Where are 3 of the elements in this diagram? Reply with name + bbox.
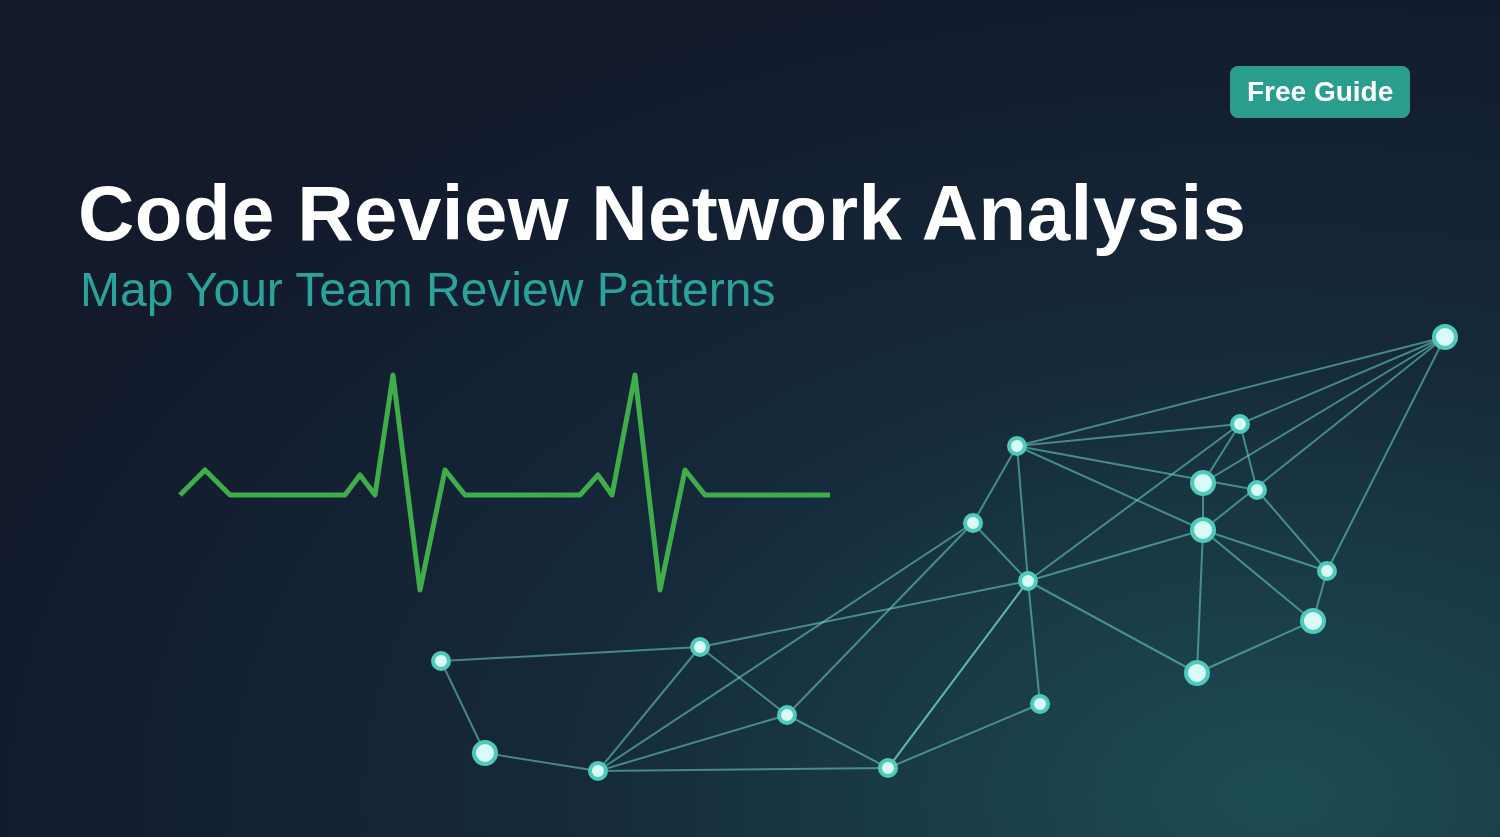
title: Code Review Network Analysis: [78, 168, 1247, 259]
guide-badge: Free Guide: [1230, 66, 1411, 118]
subtitle: Map Your Team Review Patterns: [80, 262, 776, 317]
